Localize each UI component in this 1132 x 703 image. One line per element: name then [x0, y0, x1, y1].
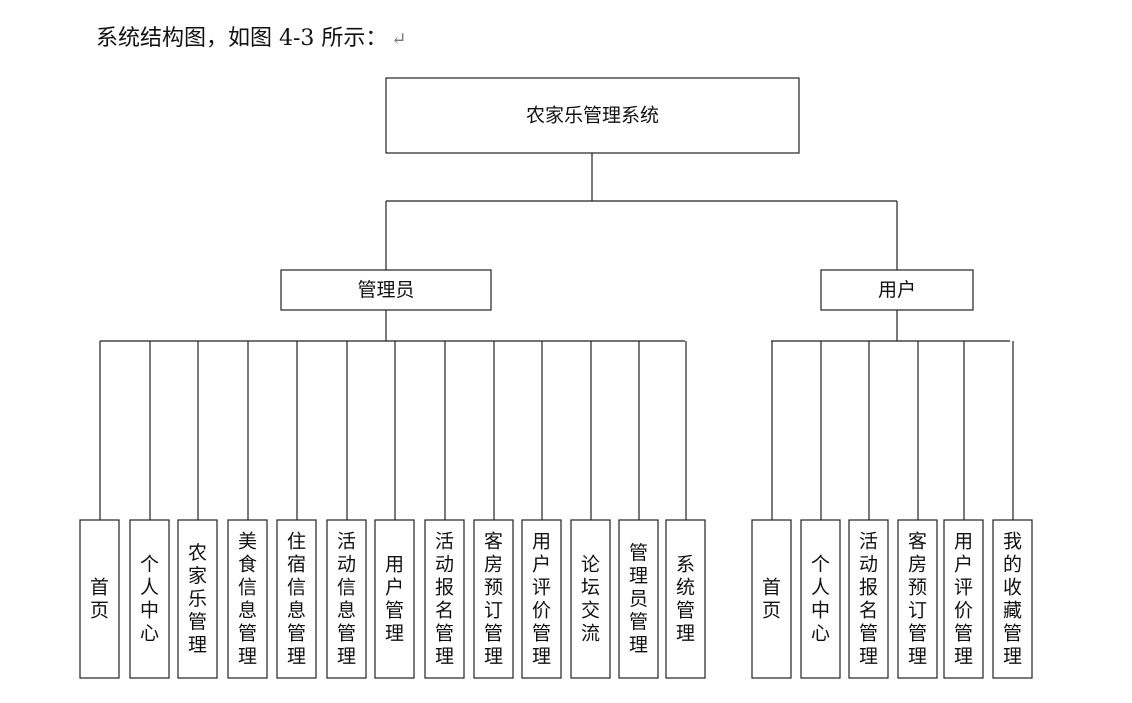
module-label: 活动报名管理 [435, 531, 454, 668]
intro-paragraph: 系统结构图，如图 4-3 所示：↵ [96, 20, 407, 52]
module-label: 个人中心 [811, 554, 830, 645]
role-label: 管理员 [357, 279, 414, 301]
module-label: 活动信息管理 [337, 531, 356, 668]
module-label: 用户评价管理 [532, 531, 551, 668]
module-box [521, 519, 562, 679]
module-label: 农家乐管理 [188, 542, 207, 656]
module-label: 客房预订管理 [908, 531, 927, 668]
module-box [570, 519, 611, 679]
module-box [129, 519, 170, 679]
module-box [665, 519, 706, 679]
module-box [848, 519, 889, 679]
module-box [800, 519, 841, 679]
module-box [992, 519, 1033, 679]
module-label: 住宿信息管理 [287, 531, 306, 668]
intro-text: 系统结构图，如图 4-3 所示： [96, 26, 388, 51]
module-label: 首页 [90, 577, 109, 622]
module-box [374, 519, 415, 679]
module-label: 我的收藏管理 [1003, 531, 1022, 668]
module-label: 用户评价管理 [954, 531, 973, 668]
module-box [79, 519, 120, 679]
module-box [473, 519, 514, 679]
module-box [751, 519, 792, 679]
module-label: 管理员管理 [629, 542, 648, 656]
module-label: 活动报名管理 [859, 531, 878, 668]
role-label: 用户 [878, 279, 916, 301]
module-box [618, 519, 659, 679]
module-box [424, 519, 465, 679]
module-label: 用户管理 [385, 554, 404, 645]
module-label: 美食信息管理 [238, 531, 257, 668]
role-box-0 [280, 269, 492, 311]
module-box [227, 519, 268, 679]
module-label: 首页 [762, 577, 781, 622]
module-label: 个人中心 [140, 554, 159, 645]
module-label: 客房预订管理 [484, 531, 503, 668]
paragraph-return-mark: ↵ [391, 29, 407, 50]
module-box [276, 519, 317, 679]
module-box [326, 519, 367, 679]
role-box-1 [820, 269, 974, 311]
root-label: 农家乐管理系统 [526, 105, 659, 127]
module-label: 系统管理 [676, 554, 695, 645]
module-box [897, 519, 938, 679]
root-box [385, 77, 800, 154]
module-box [177, 519, 218, 679]
module-label: 论坛交流 [581, 554, 600, 645]
module-box [943, 519, 984, 679]
